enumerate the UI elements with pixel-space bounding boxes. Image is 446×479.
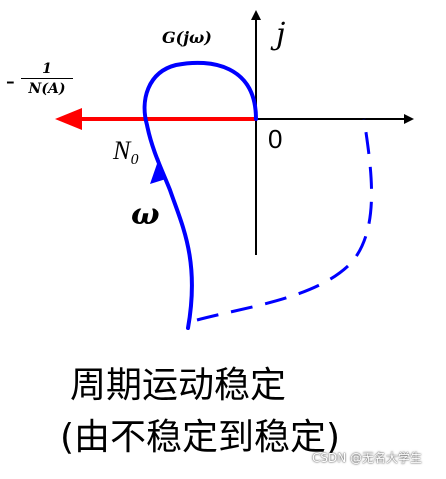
caption-line-1: 周期运动稳定 [70,365,287,406]
nyquist-curve-solid [142,60,258,330]
imag-axis-label: j [276,17,286,52]
describing-function-fraction: 1 N(A) [21,60,73,99]
describing-function-minus: - [6,66,15,95]
intersection-label: N₀ [113,136,140,165]
frequency-label: ω [131,197,160,232]
caption-line-2: (由不稳定到稳定) [60,417,341,458]
origin-label: 0 [268,124,283,154]
frequency-direction-arrow [150,158,166,184]
curve-label: G(jω) [162,28,212,47]
nyquist-curve-dashed [196,118,374,322]
red-arrow-head [55,108,82,130]
fraction-denominator: N(A) [28,81,66,97]
fraction-numerator: 1 [21,60,73,79]
watermark: CSDN @无名大学生 [312,451,423,465]
